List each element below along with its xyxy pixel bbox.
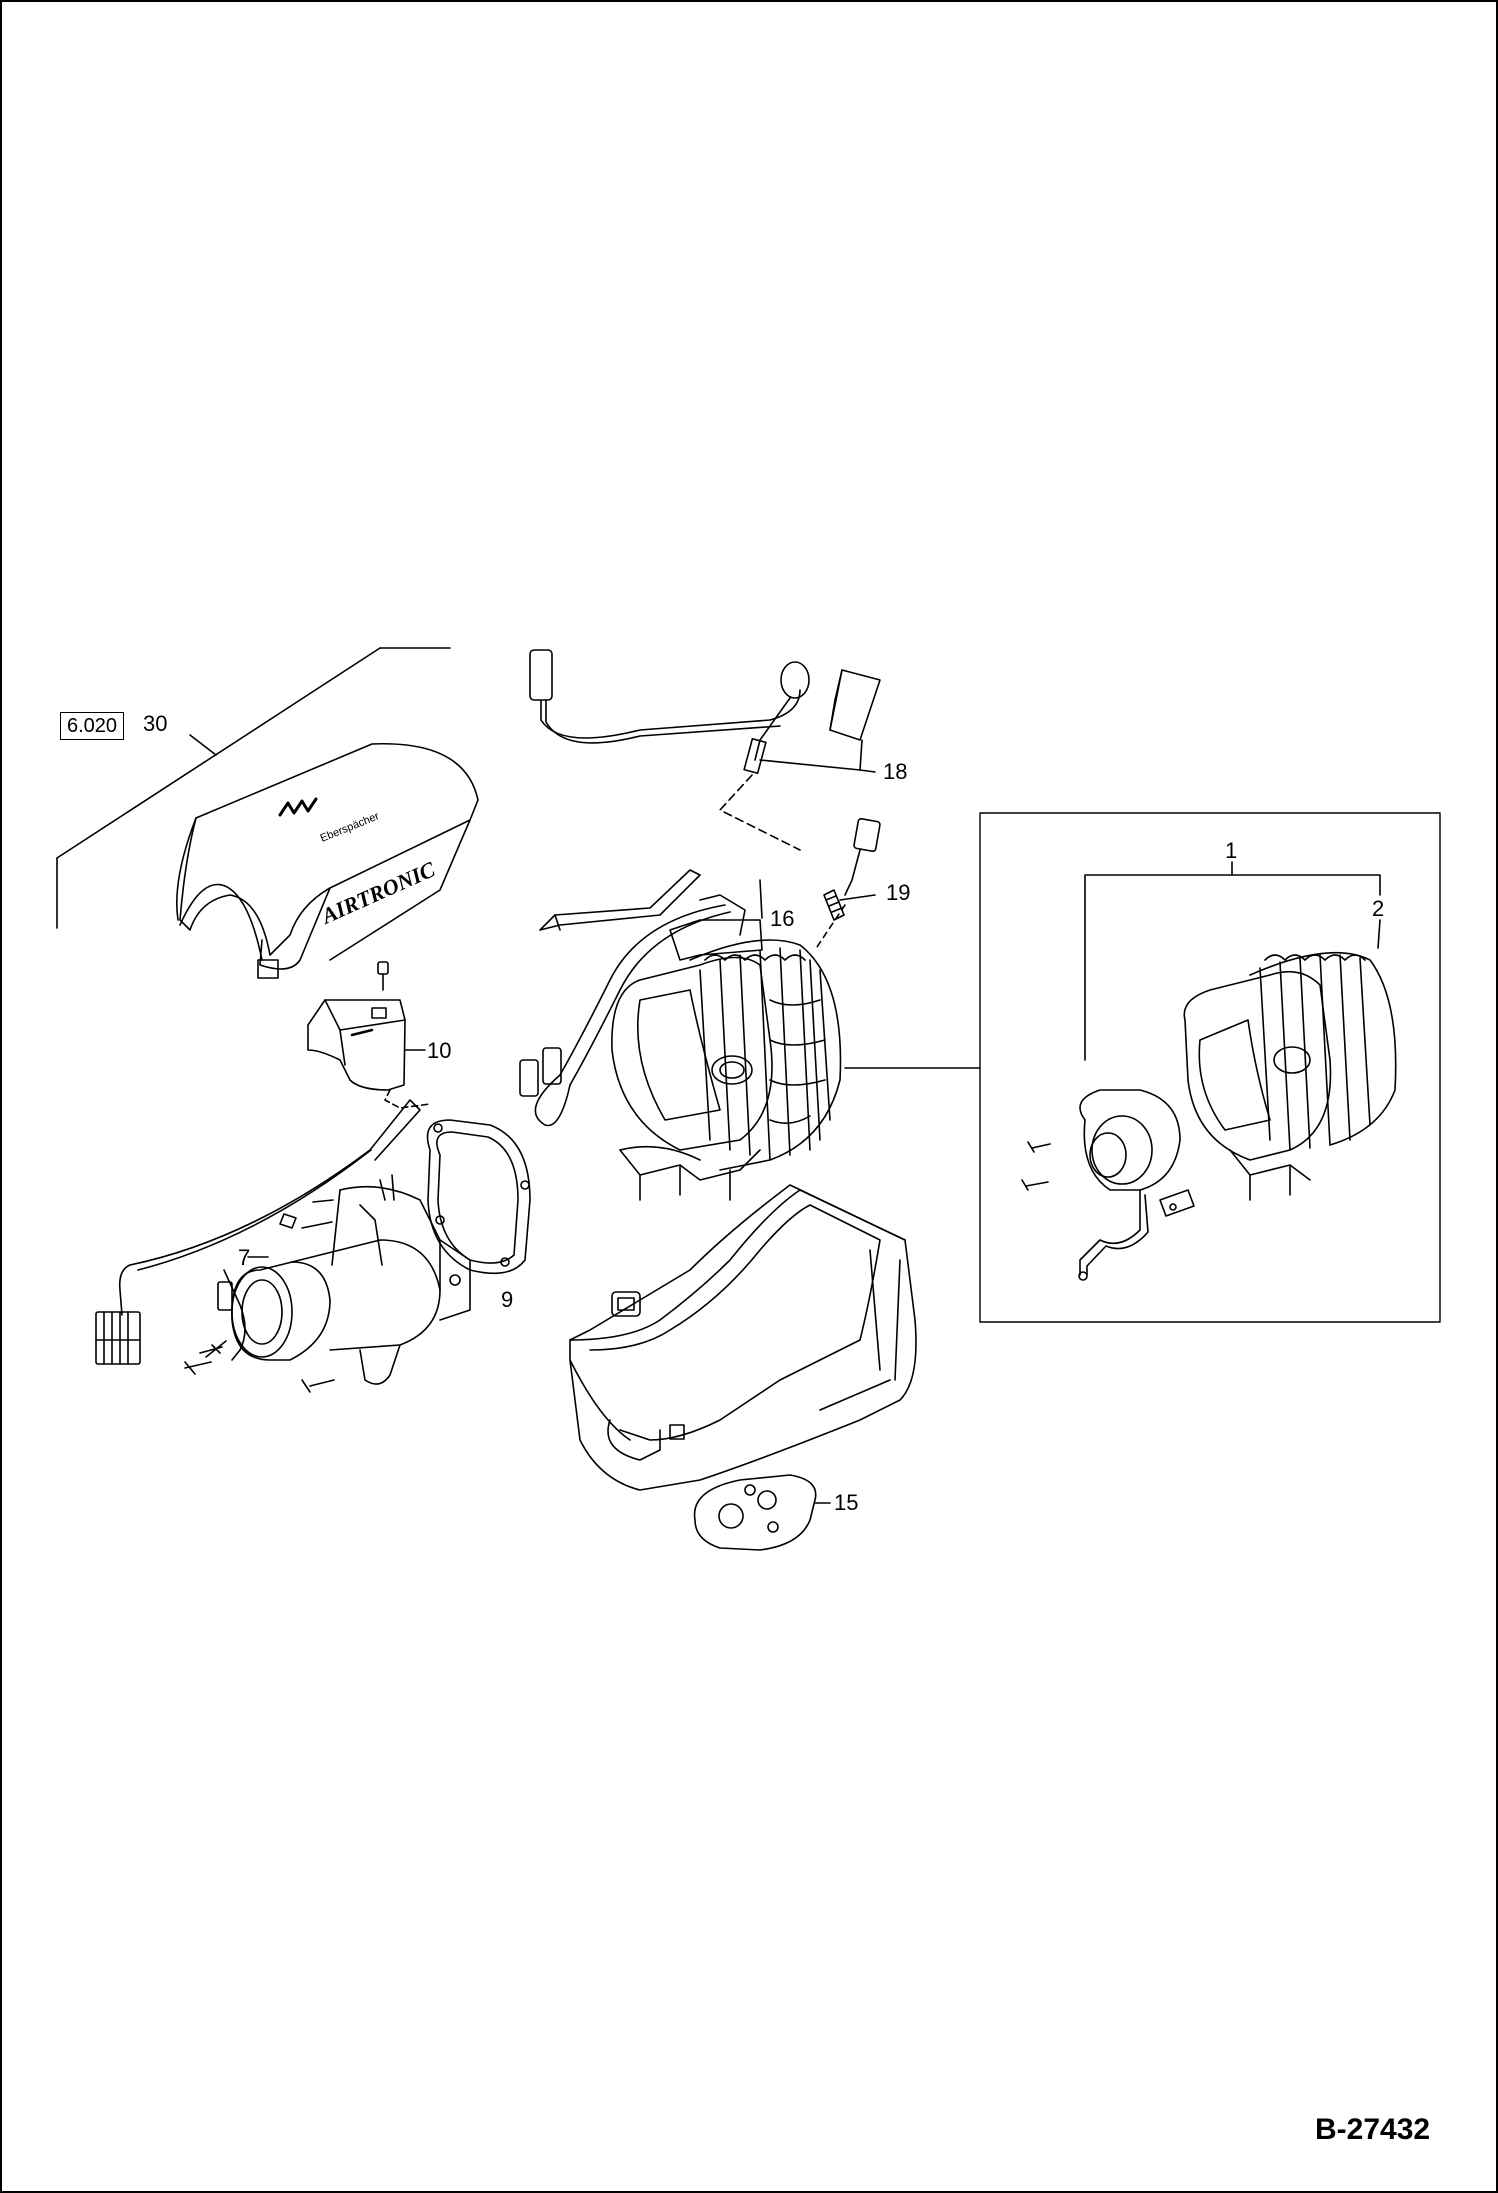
callout-15: 15 xyxy=(834,1490,859,1515)
callout-7: 7 xyxy=(238,1245,251,1270)
gasket-part-9 xyxy=(426,1119,531,1275)
drawing-number: B-27432 xyxy=(1315,2113,1431,2146)
callout-30: 30 xyxy=(143,711,168,736)
callout-1: 1 xyxy=(1225,838,1238,863)
heat-exchanger-center xyxy=(611,939,981,1201)
top-cover-part-30: Eberspächer AIRTRONIC xyxy=(56,647,479,979)
callout-18: 18 xyxy=(883,759,908,784)
bottom-housing xyxy=(569,1184,917,1491)
reference-box: 6.020 xyxy=(60,712,125,740)
airtronic-logo-text: AIRTRONIC xyxy=(316,856,439,929)
callout-2: 2 xyxy=(1372,896,1385,921)
blower-part-7 xyxy=(95,1099,471,1393)
detail-box-parts-1-2 xyxy=(979,812,1441,1323)
gasket-part-15 xyxy=(693,1474,831,1551)
callout-9: 9 xyxy=(501,1287,514,1312)
sensor-cable-part-18 xyxy=(529,649,881,851)
svg-text:Eberspächer: Eberspächer xyxy=(319,810,382,845)
control-unit-part-10 xyxy=(307,961,431,1109)
callout-16: 16 xyxy=(770,906,795,931)
glow-plug-part-19 xyxy=(814,817,881,951)
callout-10: 10 xyxy=(427,1038,452,1063)
callout-19: 19 xyxy=(886,880,911,905)
harness-part-16 xyxy=(519,869,763,1127)
